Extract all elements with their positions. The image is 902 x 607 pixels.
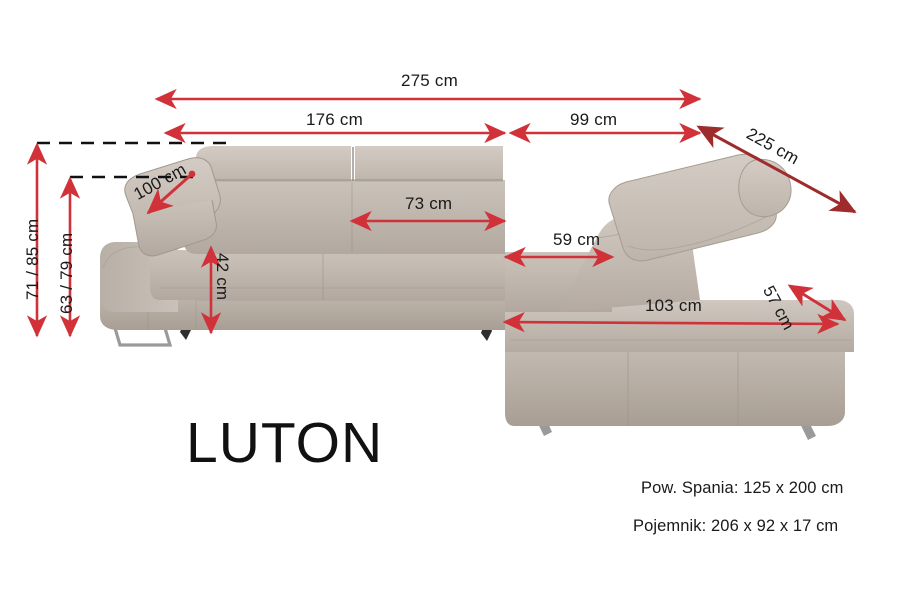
label-42cm: 42 cm	[213, 253, 232, 301]
label-59cm: 59 cm	[553, 230, 601, 249]
arrow-225cm	[696, 125, 857, 214]
label-275cm: 275 cm	[401, 71, 458, 90]
arrow-103cm	[502, 311, 840, 335]
label-73cm: 73 cm	[405, 194, 453, 213]
label-71-85cm: 71 / 85 cm	[23, 218, 42, 300]
label-176cm: 176 cm	[306, 110, 363, 129]
arrow-57cm	[787, 284, 847, 322]
label-63-79cm: 63 / 79 cm	[57, 232, 76, 314]
brand-title: LUTON	[186, 411, 384, 475]
label-103cm: 103 cm	[645, 296, 702, 315]
sofa-chaise-section	[505, 153, 854, 426]
spec-storage-container: Pojemnik: 206 x 92 x 17 cm	[633, 517, 839, 535]
arrow-100cm	[146, 172, 193, 215]
dimension-arrows	[26, 88, 857, 338]
spec-sleeping-area: Pow. Spania: 125 x 200 cm	[641, 479, 844, 497]
label-99cm: 99 cm	[570, 110, 618, 129]
